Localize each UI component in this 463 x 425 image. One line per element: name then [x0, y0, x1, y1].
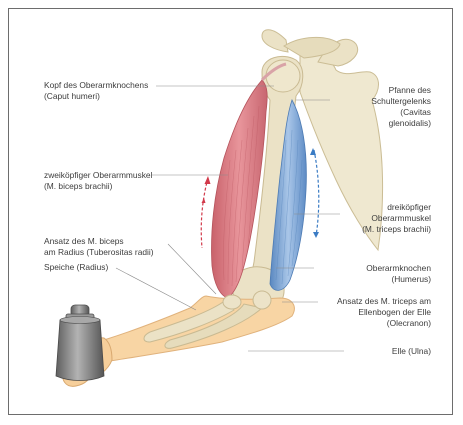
biceps-arrows — [200, 176, 211, 249]
triceps-arrows — [310, 148, 320, 238]
label-line: Oberarmknochen — [366, 263, 431, 273]
scapula — [261, 29, 384, 252]
label-line: Oberarmmuskel — [371, 213, 431, 223]
label-biceps-insertion: Ansatz des M. biceps am Radius (Tuberosi… — [44, 236, 154, 258]
label-line: zweiköpfiger Oberarmmuskel — [44, 170, 153, 180]
label-line: (M. biceps brachii) — [44, 181, 113, 191]
label-line: Ansatz des M. biceps — [44, 236, 124, 246]
label-radius: Speiche (Radius) — [44, 262, 108, 273]
label-line: (Cavitas — [400, 107, 431, 117]
label-humerus: Oberarmknochen (Humerus) — [366, 263, 431, 285]
label-line: Pfanne des — [388, 85, 431, 95]
label-biceps: zweiköpfiger Oberarmmuskel (M. biceps br… — [44, 170, 152, 192]
label-line: (Caput humeri) — [44, 91, 100, 101]
label-line: Kopf des Oberarmknochens — [44, 80, 149, 90]
label-line: Ellenbogen der Elle — [358, 307, 431, 317]
label-line: (M. triceps brachii) — [362, 224, 431, 234]
label-line: glenoidalis) — [388, 118, 431, 128]
leader-lines — [115, 85, 344, 352]
label-line: Schultergelenks — [371, 96, 431, 106]
label-humerus-head: Kopf des Oberarmknochens (Caput humeri) — [44, 80, 148, 102]
label-ulna: Elle (Ulna) — [392, 346, 431, 357]
label-line: Ansatz des M. triceps am — [336, 296, 431, 306]
label-glenoid: Pfanne des Schultergelenks (Cavitas glen… — [371, 85, 431, 129]
label-triceps-insertion: Ansatz des M. triceps am Ellenbogen der … — [337, 296, 431, 329]
label-triceps: dreiköpfiger Oberarmmuskel (M. triceps b… — [362, 202, 431, 235]
label-line: Elle (Ulna) — [391, 346, 431, 356]
forearm-bones — [143, 290, 272, 349]
label-line: am Radius (Tuberositas radii) — [44, 247, 154, 257]
label-line: (Humerus) — [391, 274, 431, 284]
label-line: dreiköpfiger — [387, 202, 431, 212]
label-line: (Olecranon) — [386, 318, 431, 328]
triceps-muscle — [269, 99, 307, 291]
label-line: Speiche (Radius) — [44, 262, 109, 272]
weight — [55, 304, 105, 381]
